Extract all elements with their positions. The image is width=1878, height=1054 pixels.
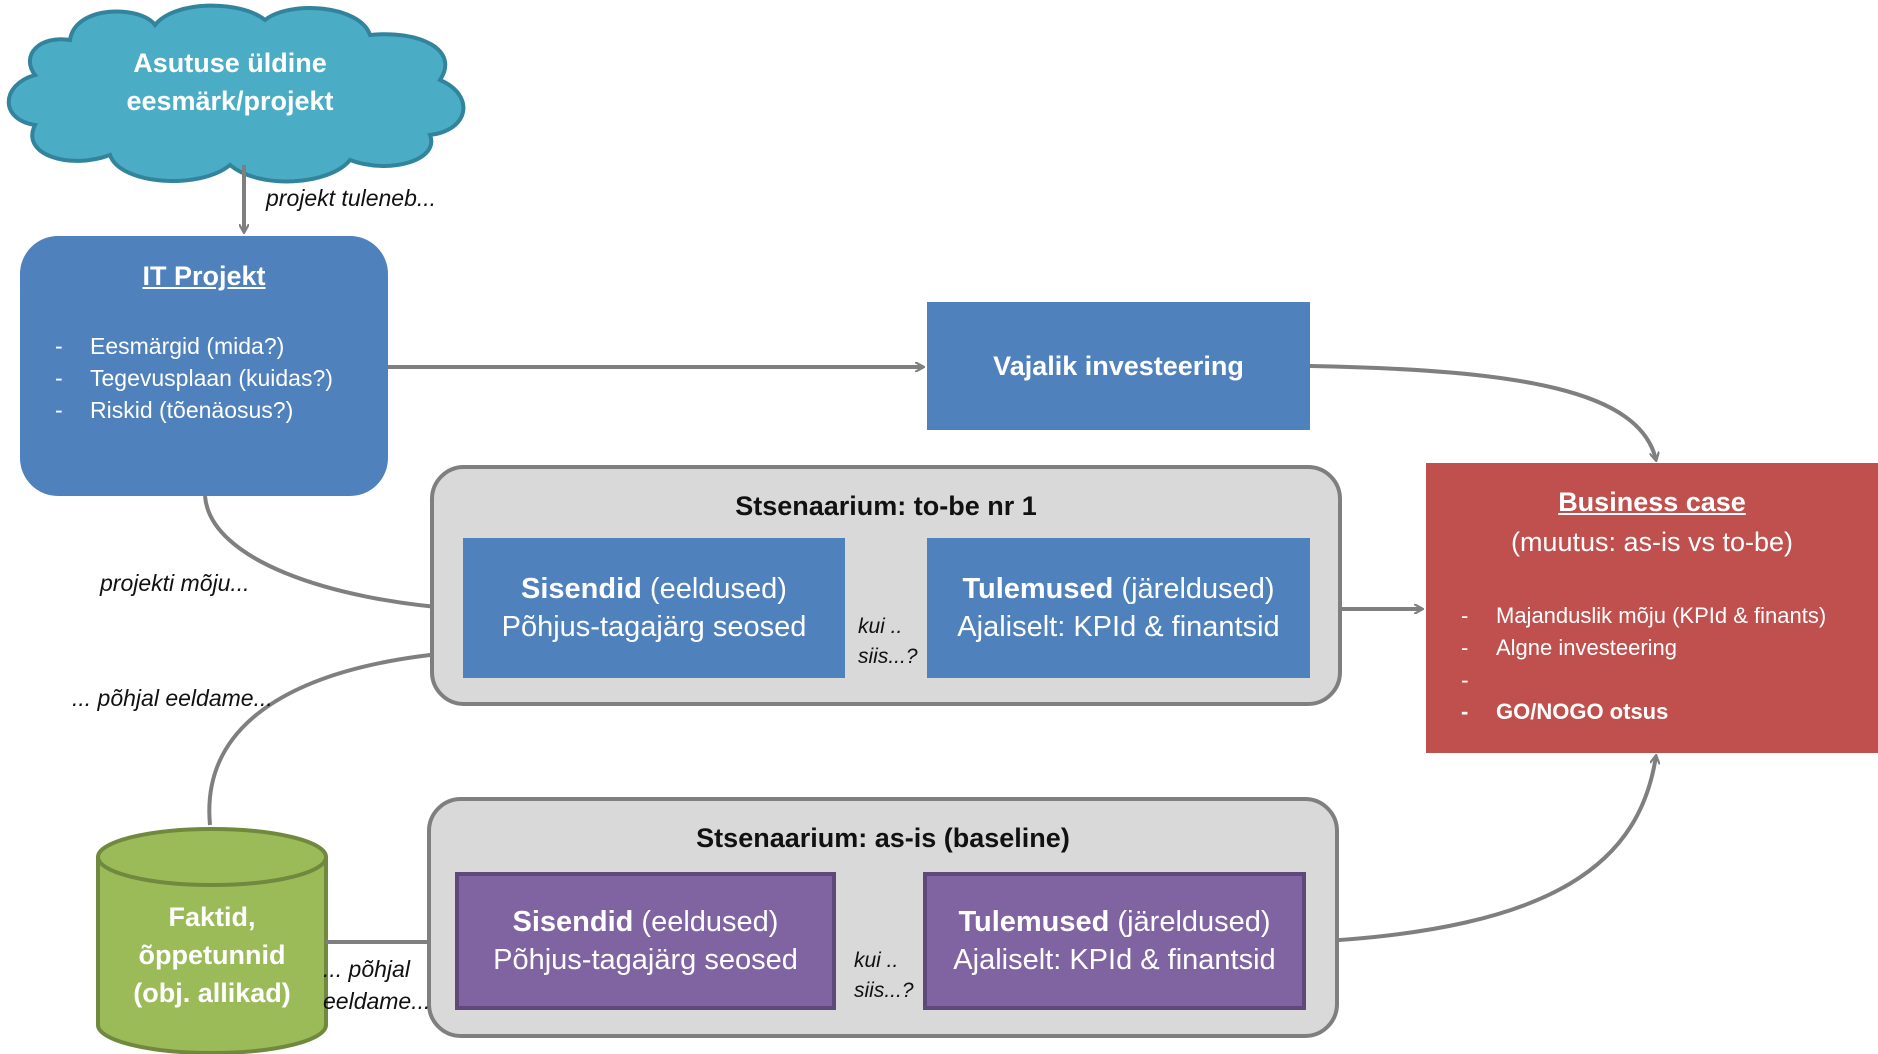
it-project-item: Tegevusplaan (kuidas?) [20,362,333,394]
business-case-subtitle: (muutus: as-is vs to-be) [1510,527,1794,557]
tobe-outputs-line2: Ajaliselt: KPId & finantsid [957,611,1280,643]
it-project-content: IT Projekt Eesmärgid (mida?) Tegevusplaa… [20,236,388,496]
tobe-then-line: siis...? [858,645,918,668]
business-case-item: Algne investeering [1426,632,1826,664]
facts-line1: Faktid, [168,902,256,932]
asis-inputs-line2: Põhjus-tagajärg seosed [493,944,798,976]
facts-based-on-line1: ... põhjal [323,956,410,982]
investment-box-bg [927,302,1310,430]
based-on-assume-label: ... põhjal eeldame... [72,685,273,711]
facts-line2: õppetunnid [138,940,286,970]
tobe-inputs-rest: (eeldused) [641,573,787,605]
arrow-investment-to-business-case [1309,364,1656,460]
asis-outputs-box: Tulemused (järeldused) Ajaliselt: KPId &… [923,872,1306,1010]
asis-if-line: kui .. [854,949,899,972]
it-project-item: Eesmärgid (mida?) [20,330,333,362]
asis-outputs-line2: Ajaliselt: KPId & finantsid [953,944,1276,976]
goal-cloud-line1: Asutuse üldine [133,48,327,78]
goal-cloud-label: Asutuse üldine eesmärk/projekt [60,42,400,122]
asis-inputs-box: Sisendid (eeldused) Põhjus-tagajärg seos… [455,872,836,1010]
tobe-if-then-label: kui .. siis...? [858,612,918,672]
scenario-asis-title: Stsenaarium: as-is (baseline) [696,823,1070,853]
investment-box: Vajalik investeering [927,302,1310,430]
it-project-title: IT Projekt [142,261,266,291]
asis-then-line: siis...? [854,979,914,1002]
asis-outputs-line1: Tulemused (järeldused) [958,903,1270,941]
tobe-outputs-box: Tulemused (järeldused) Ajaliselt: KPId &… [927,538,1310,678]
asis-inputs-line1: Sisendid (eeldused) [513,903,779,941]
facts-cylinder [96,827,328,1054]
facts-based-on-line2: eeldame... [323,988,431,1014]
tobe-outputs-line1: Tulemused (järeldused) [962,570,1274,608]
project-impact-label: projekti mõju... [100,570,250,596]
goal-cloud-line2: eesmärk/projekt [126,86,334,116]
business-case-list: Majanduslik mõju (KPId & finants) Algne … [1426,600,1826,728]
scenario-tobe-title: Stsenaarium: to-be nr 1 [735,491,1037,521]
project-follows-label: projekt tuleneb... [266,185,437,211]
business-case-spacer [1426,664,1826,696]
tobe-if-line: kui .. [858,615,903,638]
investment-label: Vajalik investeering [993,350,1244,381]
business-case-decision: GO/NOGO otsus [1426,696,1826,728]
business-case-item: Majanduslik mõju (KPId & finants) [1426,600,1826,632]
asis-inputs-rest: (eeldused) [633,906,779,938]
asis-outputs-rest: (järeldused) [1109,906,1271,938]
it-project-item: Riskid (tõenäosus?) [20,394,333,426]
facts-based-on-label: ... põhjal eeldame... [323,953,430,1017]
arrow-facts-to-tobe-inputs [207,652,460,826]
business-case-title: Business case [1558,487,1746,517]
asis-inputs-bold: Sisendid [512,906,634,938]
tobe-inputs-line2: Põhjus-tagajärg seosed [501,611,807,643]
it-project-list: Eesmärgid (mida?) Tegevusplaan (kuidas?)… [20,330,333,426]
tobe-inputs-bold: Sisendid [521,573,642,605]
goal-cloud [6,3,466,184]
facts-label: Faktid, õppetunnid (obj. allikad) [98,895,326,1015]
tobe-outputs-rest: (järeldused) [1113,573,1275,605]
arrow-asis-to-business-case [1305,756,1656,944]
asis-if-then-label: kui .. siis...? [854,946,914,1006]
asis-outputs-bold: Tulemused [958,906,1110,938]
tobe-inputs-line1: Sisendid (eeldused) [521,570,787,608]
business-case-box: Business case (muutus: as-is vs to-be) M… [1426,463,1878,753]
tobe-outputs-bold: Tulemused [962,573,1114,605]
tobe-inputs-box: Sisendid (eeldused) Põhjus-tagajärg seos… [463,538,845,678]
facts-line3: (obj. allikad) [133,978,291,1008]
arrow-project-to-tobe-inputs [203,495,460,609]
